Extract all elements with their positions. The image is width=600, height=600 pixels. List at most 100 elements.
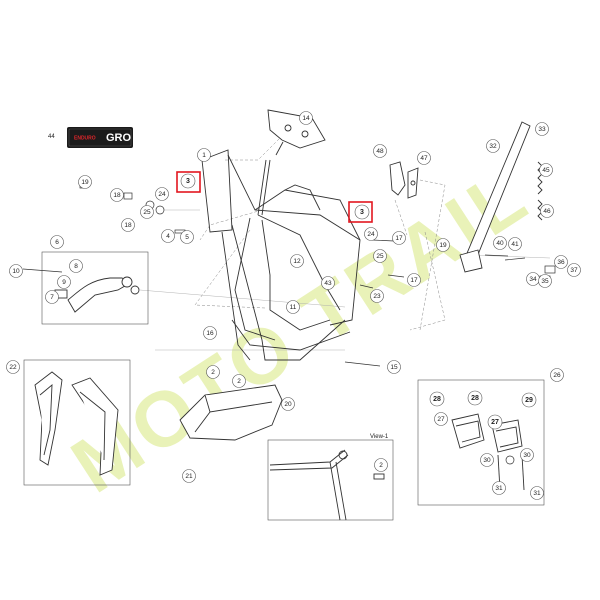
side-stand-drawing xyxy=(459,121,543,273)
callout-number: 29 xyxy=(525,397,533,404)
callout-number: 25 xyxy=(143,209,151,216)
callout-23: 23 xyxy=(370,289,384,303)
callout-circle xyxy=(364,227,378,241)
callout-number: 12 xyxy=(293,258,301,265)
callout-circle xyxy=(520,448,534,462)
callout-8: 8 xyxy=(69,259,83,273)
frame-drawing xyxy=(201,149,361,361)
callout-number: 45 xyxy=(542,167,550,174)
callout-21: 21 xyxy=(182,469,196,483)
callout-number: 8 xyxy=(74,263,78,270)
callout-number: 18 xyxy=(113,192,121,199)
callout-number: 17 xyxy=(410,277,418,284)
callout-number: 9 xyxy=(62,279,66,286)
callout-circle xyxy=(480,453,494,467)
callout-circle xyxy=(374,458,388,472)
callout-4: 4 xyxy=(161,229,175,243)
brake-pedal-drawing xyxy=(54,276,140,313)
callout-19: 19 xyxy=(436,238,450,252)
callout-27: 27 xyxy=(434,412,448,426)
brand-badge-left-text: ENDURO xyxy=(74,136,96,142)
callout-number: 31 xyxy=(495,485,503,492)
callout-25: 25 xyxy=(140,205,154,219)
callout-circle xyxy=(407,273,421,287)
callout-number: 7 xyxy=(50,294,54,301)
group-boxes xyxy=(23,251,545,521)
callout-number: 3 xyxy=(186,178,190,185)
callout-circle xyxy=(434,412,448,426)
callout-17: 17 xyxy=(407,273,421,287)
callout-number: 24 xyxy=(367,231,375,238)
callout-31: 31 xyxy=(530,486,544,500)
callout-circle xyxy=(387,360,401,374)
brand-badge-right-text: GRO xyxy=(106,132,132,144)
skid-plate-drawing xyxy=(179,384,283,441)
callout-circle xyxy=(521,392,537,408)
callout-number: 32 xyxy=(489,143,497,150)
callout-circle xyxy=(508,237,522,251)
callout-number: 22 xyxy=(9,364,17,371)
callout-number: 47 xyxy=(420,155,428,162)
callout-circle xyxy=(539,163,553,177)
callout-number: 10 xyxy=(12,268,20,275)
callout-34: 34 xyxy=(526,272,540,286)
callout-circle xyxy=(121,218,135,232)
callout-26: 26 xyxy=(550,368,564,382)
callout-number: 43 xyxy=(324,280,332,287)
view-label: View-1 xyxy=(370,434,389,440)
callout-number: 30 xyxy=(523,452,531,459)
leader-lines-solid xyxy=(139,209,551,351)
callout-number: 23 xyxy=(373,293,381,300)
callout-29: 29 xyxy=(521,392,537,408)
callout-24: 24 xyxy=(155,187,169,201)
callout-number: 16 xyxy=(206,330,214,337)
callout-28: 28 xyxy=(467,390,483,406)
callout-number: 35 xyxy=(541,278,549,285)
callout-11: 11 xyxy=(286,300,300,314)
callout-32: 32 xyxy=(486,139,500,153)
callout-12: 12 xyxy=(290,254,304,268)
callout-46: 46 xyxy=(540,204,554,218)
callout-number: 30 xyxy=(483,457,491,464)
callout-circle xyxy=(180,230,194,244)
callout-circle xyxy=(467,390,483,406)
callout-17: 17 xyxy=(392,231,406,245)
callout-number: 26 xyxy=(553,372,561,379)
callout-27: 27 xyxy=(487,414,503,430)
callout-circle xyxy=(530,486,544,500)
callout-3: 3 xyxy=(180,173,196,189)
callout-circle xyxy=(45,290,59,304)
callout-circle xyxy=(197,148,211,162)
highlight-boxes xyxy=(176,171,373,223)
callout-number: 27 xyxy=(437,416,445,423)
callout-number: 15 xyxy=(390,364,398,371)
callout-number: 20 xyxy=(284,401,292,408)
callout-circle xyxy=(373,249,387,263)
callout-number: 2 xyxy=(237,378,241,385)
callout-45: 45 xyxy=(539,163,553,177)
callout-35: 35 xyxy=(538,274,552,288)
callout-1: 1 xyxy=(197,148,211,162)
callout-number: 18 xyxy=(124,222,132,229)
callout-circle xyxy=(299,111,313,125)
callout-28: 28 xyxy=(429,391,445,407)
callout-circle xyxy=(538,274,552,288)
callout-15: 15 xyxy=(387,360,401,374)
callout-circle xyxy=(370,289,384,303)
callout-circle xyxy=(392,231,406,245)
callout-circle xyxy=(354,204,370,220)
callout-2: 2 xyxy=(374,458,388,472)
highlight-box-3-right xyxy=(348,201,373,223)
callout-circle xyxy=(180,173,196,189)
callout-number: 28 xyxy=(433,396,441,403)
callout-number: 21 xyxy=(185,473,193,480)
callout-19: 19 xyxy=(78,175,92,189)
box-brake-pedal xyxy=(41,251,149,325)
callout-number: 5 xyxy=(185,234,189,241)
callout-circle xyxy=(110,188,124,202)
index-number: 44 xyxy=(48,134,55,140)
footpeg-drawing xyxy=(451,413,525,491)
callout-5: 5 xyxy=(180,230,194,244)
